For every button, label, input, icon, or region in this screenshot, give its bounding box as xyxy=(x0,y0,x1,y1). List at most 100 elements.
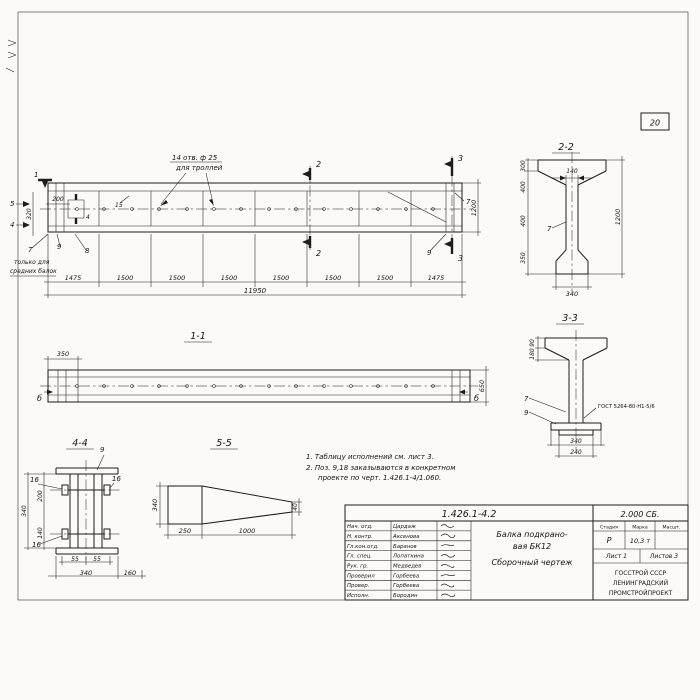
mid-beam-note-line1: только для xyxy=(14,259,50,266)
dim-250: 250 xyxy=(179,527,191,535)
cut-label-2-top: 2 xyxy=(316,160,321,169)
section-label-4-4: 4-4 xyxy=(72,438,88,449)
elevation-annotations: 14 отв. ф 25 для троллей только для сред… xyxy=(10,154,471,277)
pos-label-9-right: 9 xyxy=(427,249,432,257)
section-label-1-1: 1-1 xyxy=(190,331,206,342)
holes-annotation-line1: 14 отв. ф 25 xyxy=(172,154,218,162)
dim-1200: 1200 xyxy=(614,209,622,226)
row-role: Нач. отд. xyxy=(347,524,373,530)
dim-40: 40 xyxy=(292,503,299,511)
title-block: 1.426.1-4.2 2.000 СБ. Нач. отд. Цардаж Н… xyxy=(344,504,689,601)
row-name: Лопаткина xyxy=(392,554,424,560)
dim-340-horiz: 340 xyxy=(80,569,92,577)
page-number-box: 20 xyxy=(640,112,670,131)
row-role: Гл.кон.отд. xyxy=(347,544,379,550)
dim-segment: 1500 xyxy=(273,274,290,282)
row-name: Цардаж xyxy=(393,524,416,530)
dim-200: 200 xyxy=(52,196,64,203)
stage-value: Р xyxy=(607,536,612,545)
pos-label-16-b: 16 xyxy=(112,475,121,483)
row-name: Баранов xyxy=(393,544,417,550)
dim-segment: 1500 xyxy=(377,274,394,282)
mid-beam-note-line2: средних балок xyxy=(10,268,57,275)
dim-55-a: 55 xyxy=(71,556,79,563)
scale-header: Масшт. xyxy=(662,525,680,531)
note-line-3: проекте по черт. 1.426.1-4/1.060. xyxy=(318,474,441,482)
dim-340: 340 xyxy=(570,438,582,445)
dim-400a: 400 xyxy=(520,181,527,193)
beam-elevation xyxy=(40,156,472,254)
dim-200: 200 xyxy=(37,490,44,502)
section-3-3: 3-3 90 180 340 240 7 9 ГОСТ 5264-80-Н1-5… xyxy=(524,313,655,459)
pos-label-7-right: 7 xyxy=(466,198,471,206)
row-role: Гл. спец. xyxy=(347,554,372,560)
pos-label-9-left: 9 xyxy=(57,243,62,251)
dim-segment: 1500 xyxy=(169,274,186,282)
pos-label-16-c: 16 xyxy=(32,541,41,549)
dim-1000: 1000 xyxy=(239,527,256,535)
dim-55-b: 55 xyxy=(93,556,101,563)
dim-height: 1200 xyxy=(470,200,478,217)
row-role: Провер. xyxy=(347,583,369,589)
section-1-1: 1-1 350 650 б б xyxy=(37,331,489,406)
row-name: Горбеева xyxy=(393,583,419,589)
row-name: Бородин xyxy=(393,593,418,599)
pos-label-9: 9 xyxy=(524,409,529,417)
cut-label-4-margin: 4 xyxy=(10,221,14,229)
row-name: Аксенова xyxy=(392,534,420,540)
section-label-5-5: 5-5 xyxy=(216,438,232,449)
row-role: Проверил xyxy=(347,574,375,580)
dim-segment: 1500 xyxy=(325,274,342,282)
dim-240: 240 xyxy=(570,449,582,456)
pos-label-15: 15 xyxy=(115,202,123,209)
dim-400b: 400 xyxy=(520,215,527,227)
cut-label-1: 1 xyxy=(34,171,38,179)
row-role: Исполн. xyxy=(347,593,370,599)
dim-340: 340 xyxy=(151,499,159,511)
section-label-3-3: 3-3 xyxy=(562,313,578,324)
row-role: Рук. гр. xyxy=(347,564,368,570)
cut-label-4-inner: 4 xyxy=(86,214,90,221)
dim-140: 140 xyxy=(37,527,44,539)
dim-650: 650 xyxy=(478,380,486,392)
section-4-4: 4-4 9 16 16 16 200 140 340 55 55 340 160 xyxy=(21,438,146,579)
dim-segment: 1475 xyxy=(65,274,82,282)
pos-label-7: 7 xyxy=(547,225,552,233)
cut-label-b-left: б xyxy=(37,394,42,403)
dim-340: 340 xyxy=(566,290,578,298)
pos-label-8: 8 xyxy=(85,247,90,255)
weld-note: ГОСТ 5264-80-Н1-5/6 xyxy=(598,404,655,410)
sheets-total: Листов 3 xyxy=(649,553,678,560)
dim-300: 300 xyxy=(520,160,527,172)
sheet-number: Лист 1 xyxy=(605,553,627,560)
dim-160: 160 xyxy=(124,569,136,577)
cut-label-2-bottom: 2 xyxy=(316,249,321,258)
pos-label-7: 7 xyxy=(524,395,529,403)
note-line-1: 1. Таблицу исполнений см. лист 3. xyxy=(306,453,434,461)
pos-label-9: 9 xyxy=(100,446,105,454)
dim-90: 90 xyxy=(529,339,536,347)
row-role: Н. контр. xyxy=(347,534,373,540)
cut-label-5-margin: 5 xyxy=(10,200,15,208)
row-name: Горбеева xyxy=(393,574,419,580)
cut-label-b-right: б xyxy=(474,394,479,403)
page-number: 20 xyxy=(650,119,660,128)
org-line-3: ПРОМСТРОЙПРОЕКТ xyxy=(609,590,673,597)
sheet-code: 2.000 СБ. xyxy=(620,510,659,519)
dim-web-140: 140 xyxy=(566,168,578,175)
mark-header: Марка xyxy=(632,525,648,531)
drawing-title-line2: вая БК12 xyxy=(513,542,551,551)
general-notes: 1. Таблицу исполнений см. лист 3. 2. Поз… xyxy=(306,453,456,482)
section-2-2: 2-2 140 300 400 400 350 1200 340 7 xyxy=(520,142,625,298)
dim-350: 350 xyxy=(520,252,527,264)
drawing-title-line3: Сборочный чертеж xyxy=(492,558,574,567)
dim-segment: 1500 xyxy=(221,274,238,282)
dim-340-vert: 340 xyxy=(21,505,28,517)
section-label-2-2: 2-2 xyxy=(558,142,574,153)
dim-total: 11950 xyxy=(244,287,267,295)
doc-number: 1.426.1-4.2 xyxy=(442,509,497,520)
dim-segment: 1500 xyxy=(117,274,134,282)
dim-350: 350 xyxy=(57,350,69,358)
note-line-2: 2. Поз. 9,18 заказываются в конкретном xyxy=(306,464,456,472)
